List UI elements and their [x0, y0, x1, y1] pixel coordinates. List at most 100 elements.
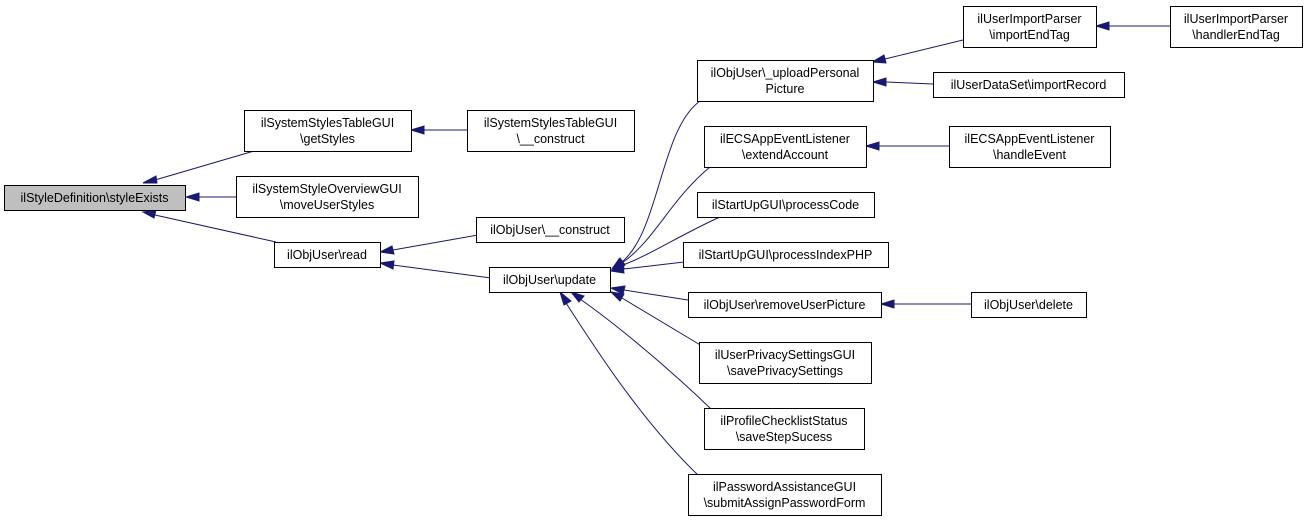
- edge-ssog-move-to-root: [184, 192, 236, 202]
- node-label-line: ilObjUser\update: [503, 273, 596, 287]
- node-label-line: ilUserDataSet\importRecord: [951, 78, 1107, 92]
- node-label-line: \handlerEndTag: [1192, 28, 1280, 42]
- node-label-line: ilSystemStylesTableGUI: [261, 116, 394, 130]
- node-box: [4, 185, 186, 211]
- node-objuser-construct[interactable]: ilObjUser\__construct: [476, 217, 625, 243]
- node-label-line: ilStyleDefinition\styleExists: [21, 191, 169, 205]
- node-label-line: ilObjUser\removeUserPicture: [704, 298, 866, 312]
- node-label-line: ilSystemStylesTableGUI: [484, 116, 617, 130]
- arrowhead: [378, 245, 395, 255]
- node-box: [476, 217, 625, 243]
- edge-import-record-to-upload-picture: [871, 77, 934, 87]
- edge-remove-picture-to-objuser-update: [609, 285, 689, 301]
- node-extend-account[interactable]: ilECSAppEventListener \extendAccount: [704, 126, 867, 168]
- arrowhead: [870, 54, 887, 64]
- arrowhead: [609, 264, 625, 274]
- node-process-code[interactable]: ilStartUpGUI\processCode: [697, 192, 875, 218]
- node-label-line: \submitAssignPasswordForm: [704, 496, 866, 510]
- node-box: [274, 242, 381, 268]
- arrowhead: [142, 175, 158, 184]
- node-label-line: ilObjUser\__construct: [490, 223, 610, 237]
- node-remove-picture[interactable]: ilObjUser\removeUserPicture: [688, 292, 882, 318]
- node-box: [963, 6, 1097, 48]
- edge-line: [392, 234, 479, 251]
- node-import-record[interactable]: ilUserDataSet\importRecord: [933, 72, 1125, 98]
- edge-objuser-update-to-objuser-read: [378, 260, 492, 279]
- node-box: [683, 242, 889, 268]
- node-label-line: \moveUserStyles: [280, 198, 374, 212]
- node-label-line: ilProfileChecklistStatus: [720, 414, 847, 428]
- node-sstg-get[interactable]: ilSystemStylesTableGUI \getStyles: [244, 110, 412, 152]
- node-box: [1170, 6, 1303, 48]
- arrowhead: [1094, 21, 1110, 31]
- node-handler-end-tag[interactable]: ilUserImportParser\handlerEndTag: [1170, 6, 1303, 48]
- node-label-line: ilStartUpGUI\processIndexPHP: [699, 248, 873, 262]
- arrowhead: [184, 192, 200, 202]
- node-label-line: \__construct: [516, 132, 585, 146]
- node-box: [949, 126, 1111, 168]
- node-label-line: Picture: [766, 82, 805, 96]
- node-label-line: ilECSAppEventListener: [965, 132, 1095, 146]
- edge-process-index-to-objuser-update: [609, 261, 685, 274]
- node-box: [244, 110, 412, 152]
- node-handle-event[interactable]: ilECSAppEventListener\handleEvent: [949, 126, 1111, 168]
- edge-import-end-tag-to-upload-picture: [870, 39, 964, 64]
- arrowhead: [559, 290, 572, 306]
- edge-privacy-settings-to-objuser-update: [609, 291, 703, 347]
- edge-handle-event-to-extend-account: [864, 141, 949, 151]
- node-ssog-move[interactable]: ilSystemStyleOverviewGUI \moveUserStyles: [236, 176, 419, 218]
- node-password-assistance[interactable]: ilPasswordAssistanceGUI \submitAssignPass…: [688, 474, 882, 516]
- edge-line: [623, 261, 685, 270]
- node-label-line: ilStartUpGUI\processCode: [712, 198, 859, 212]
- node-sstg-construct[interactable]: ilSystemStylesTableGUI \__construct: [467, 110, 635, 152]
- node-objuser-update[interactable]: ilObjUser\update: [489, 267, 611, 293]
- edge-line: [621, 166, 711, 264]
- arrowhead: [864, 141, 880, 151]
- node-box: [699, 342, 872, 384]
- node-box: [697, 192, 875, 218]
- node-box: [971, 292, 1087, 318]
- node-box: [697, 60, 874, 102]
- node-label-line: \savePrivacySettings: [727, 364, 843, 378]
- node-box: [688, 474, 882, 516]
- node-box: [489, 267, 611, 293]
- edge-handler-end-tag-to-import-end-tag: [1094, 21, 1170, 31]
- edge-line: [154, 150, 255, 181]
- node-label-line: ilObjUser\delete: [984, 298, 1073, 312]
- node-label-line: ilPasswordAssistanceGUI: [713, 480, 856, 494]
- node-objuser-delete[interactable]: ilObjUser\delete: [971, 292, 1087, 318]
- node-root: ilStyleDefinition\styleExists: [4, 185, 186, 211]
- edge-line: [621, 100, 701, 263]
- node-label-line: \getStyles: [300, 132, 355, 146]
- node-privacy-settings[interactable]: ilUserPrivacySettingsGUI \savePrivacySett…: [699, 342, 872, 384]
- arrowhead: [879, 299, 895, 309]
- edge-line: [565, 302, 701, 478]
- node-label-line: \saveStepSucess: [736, 430, 833, 444]
- node-label-line: ilSystemStyleOverviewGUI: [252, 182, 401, 196]
- node-process-index[interactable]: ilStartUpGUI\processIndexPHP: [683, 242, 889, 268]
- edge-objuser-delete-to-remove-picture: [879, 299, 971, 309]
- edge-line: [154, 214, 277, 243]
- node-import-end-tag[interactable]: ilUserImportParser\importEndTag: [963, 6, 1097, 48]
- node-label-line: ilECSAppEventListener: [720, 132, 850, 146]
- arrowhead: [378, 260, 395, 270]
- node-label-line: \importEndTag: [989, 28, 1070, 42]
- arrowhead: [141, 209, 157, 219]
- node-objuser-read[interactable]: ilObjUser\read: [274, 242, 381, 268]
- edge-line: [885, 81, 934, 85]
- arrowhead: [609, 291, 625, 302]
- edge-sstg-construct-to-sstg-get: [409, 125, 467, 135]
- arrowhead: [609, 285, 626, 295]
- node-label-line: ilUserPrivacySettingsGUI: [715, 348, 855, 362]
- node-checklist-status[interactable]: ilProfileChecklistStatus \saveStepSucess: [704, 408, 865, 450]
- edge-password-assistance-to-objuser-update: [559, 290, 701, 478]
- node-label-line: \extendAccount: [742, 148, 829, 162]
- edge-line: [621, 297, 703, 347]
- arrowhead: [871, 77, 887, 87]
- node-label-line: ilObjUser\_uploadPersonal: [711, 66, 860, 80]
- node-box: [236, 176, 419, 218]
- edge-checklist-status-to-objuser-update: [569, 291, 711, 409]
- edges-layer: [141, 21, 1170, 478]
